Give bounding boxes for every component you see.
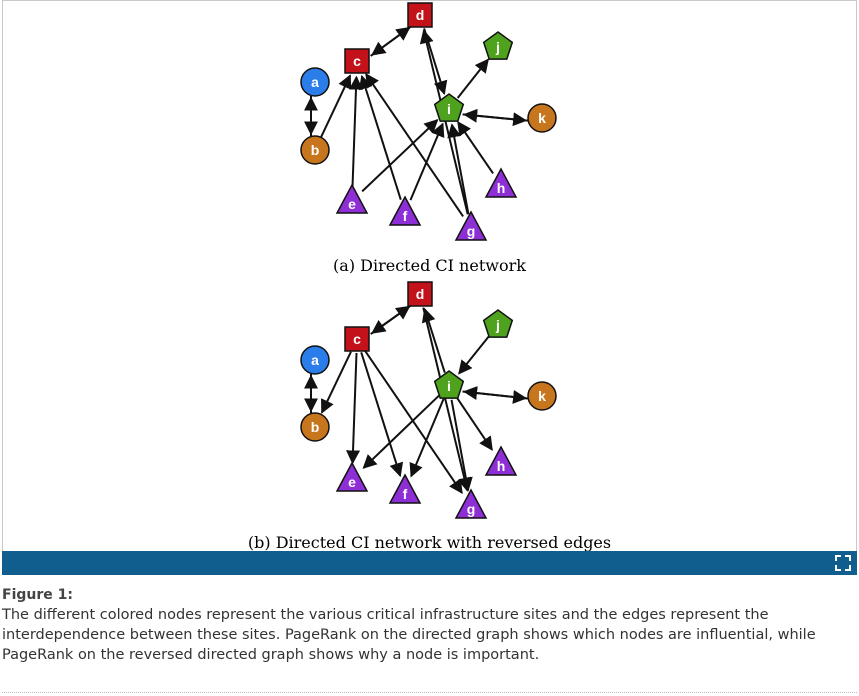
node-j-pentagon (482, 31, 514, 60)
edge-j-i (458, 335, 491, 375)
node-j-pentagon (482, 309, 514, 338)
node-label-c: c (353, 53, 361, 69)
edge-c-d (370, 305, 411, 335)
figure-caption-title: Figure 1: (2, 587, 73, 603)
edge-b-c (320, 74, 352, 138)
subfigure-a-graph: a b c d e f g h i j k (300, 2, 557, 241)
edge-i-e (362, 394, 440, 469)
node-c-square (344, 48, 370, 74)
node-c-square (344, 326, 370, 352)
node-k-circle (527, 103, 557, 133)
node-label-e: e (348, 474, 356, 490)
node-label-k: k (538, 110, 546, 126)
figure-caption-text: The different colored nodes represent th… (2, 607, 816, 663)
node-label-f: f (403, 208, 408, 224)
edge-c-e (346, 352, 361, 465)
edge-e-i (361, 119, 439, 193)
node-g-triangle (454, 488, 488, 519)
subfigure-b-graph: a b c d e f g h i j k (300, 281, 557, 519)
node-label-b: b (311, 419, 320, 435)
edge-g-i (447, 123, 470, 215)
edge-i-h (456, 397, 493, 451)
node-b-circle (300, 135, 330, 165)
edge-g-c (365, 73, 464, 218)
node-label-i: i (447, 101, 451, 117)
subfigure-a-caption: (a) Directed CI network (333, 256, 526, 275)
node-label-d: d (416, 286, 425, 302)
node-label-g: g (467, 501, 476, 517)
node-label-c: c (353, 331, 361, 347)
node-i-pentagon (433, 370, 465, 399)
edge-i-k (462, 389, 528, 404)
node-e-triangle (335, 183, 369, 214)
edge-i-d (421, 307, 446, 373)
node-g-triangle (454, 210, 488, 241)
edge-c-b (320, 351, 352, 414)
edge-d-c (371, 25, 412, 56)
node-label-j: j (495, 39, 500, 55)
edge-e-c (348, 75, 363, 188)
edge-i-j (456, 58, 489, 99)
node-a-circle (300, 67, 330, 97)
node-label-e: e (348, 196, 356, 212)
node-label-j: j (495, 317, 500, 333)
node-i-pentagon (433, 93, 465, 122)
node-label-h: h (497, 180, 506, 196)
edge-h-i (457, 121, 494, 175)
node-label-b: b (311, 142, 320, 158)
divider (2, 692, 857, 693)
edge-c-f (360, 352, 404, 478)
node-b-circle (300, 412, 330, 442)
node-k-circle (527, 381, 557, 411)
node-label-f: f (403, 486, 408, 502)
edge-k-i (463, 108, 528, 123)
node-d-square (407, 2, 433, 28)
edge-g-d (419, 29, 469, 215)
edge-i-f (409, 398, 445, 478)
node-f-triangle (388, 195, 422, 226)
node-h-triangle (484, 445, 518, 476)
node-a-circle (300, 345, 330, 375)
node-label-d: d (416, 7, 425, 23)
node-e-triangle (335, 461, 369, 492)
figure-frame (2, 0, 857, 552)
node-label-a: a (311, 74, 319, 90)
node-f-triangle (388, 473, 422, 504)
edge-i-g (450, 399, 473, 492)
expand-icon[interactable] (835, 555, 851, 571)
edge-f-c (358, 74, 402, 200)
node-d-square (407, 281, 433, 307)
node-label-a: a (311, 352, 319, 368)
node-label-k: k (538, 388, 546, 404)
edge-c-g (364, 349, 463, 494)
edge-d-i (423, 28, 448, 96)
figure-toolbar (2, 551, 857, 575)
node-h-triangle (484, 167, 518, 198)
node-label-h: h (497, 458, 506, 474)
graph-canvas: a b c d e f g h i j k a b c d e f g h i j k (300, 2, 557, 519)
subfigure-b-caption: (b) Directed CI network with reversed ed… (247, 533, 612, 552)
node-label-i: i (447, 378, 451, 394)
node-label-g: g (467, 223, 476, 239)
edge-d-g (422, 307, 472, 492)
